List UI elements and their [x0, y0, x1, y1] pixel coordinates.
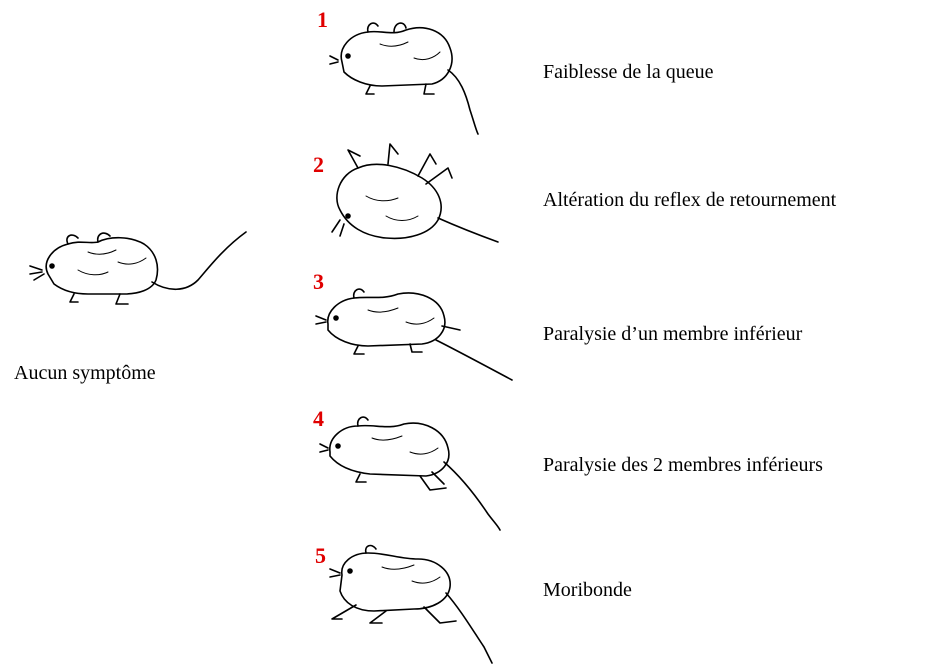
stage-label-4: Paralysie des 2 membres inférieurs [543, 454, 823, 477]
mouse-on-back-icon [326, 140, 502, 252]
stage-label-5: Moribonde [543, 579, 632, 602]
stage-label-2: Altération du reflex de retournement [543, 189, 836, 212]
mouse-tail-weakness-icon [330, 18, 490, 136]
baseline-label: Aucun symptôme [14, 362, 156, 385]
stage-number-5: 5 [315, 543, 326, 569]
stage-label-3: Paralysie d’un membre inférieur [543, 323, 802, 346]
mouse-moribund-icon [326, 545, 496, 665]
healthy-mouse-icon [28, 222, 253, 312]
mouse-one-limb-paralysis-icon [316, 286, 516, 386]
stage-number-2: 2 [313, 152, 324, 178]
stage-label-1: Faiblesse de la queue [543, 61, 714, 84]
stage-number-1: 1 [317, 7, 328, 33]
mouse-two-limb-paralysis-icon [320, 412, 508, 532]
